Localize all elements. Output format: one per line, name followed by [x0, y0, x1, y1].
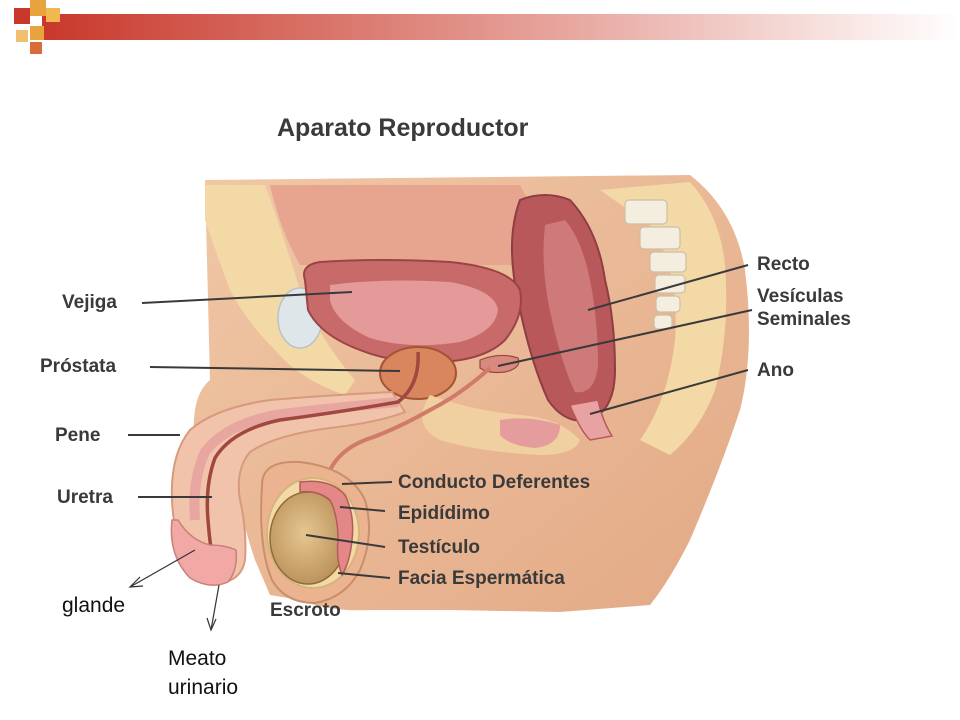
leader-lines — [128, 264, 753, 632]
leader-prostata — [149, 366, 401, 372]
label-vesiculas-1: Vesículas — [757, 286, 844, 307]
anatomy-illustration — [170, 175, 749, 612]
label-facia: Facia Espermática — [398, 568, 565, 589]
label-vesiculas-2: Seminales — [757, 309, 851, 330]
header-square-red — [14, 8, 30, 24]
epididymis — [299, 480, 354, 577]
label-uretra: Uretra — [57, 487, 113, 508]
leader-facia — [337, 572, 391, 579]
fat-layer-back — [600, 182, 727, 455]
abdominal-cavity — [270, 185, 541, 265]
leader-vesiculas — [497, 309, 753, 367]
penis-erectile-tissue — [189, 397, 399, 521]
arrow-meato-head — [206, 617, 217, 632]
header-square-red-2 — [30, 42, 42, 54]
diagram-title: Aparato Reproductor — [277, 114, 529, 142]
annotation-glande: glande — [62, 594, 125, 617]
label-testiculo: Testículo — [398, 537, 480, 558]
leader-vejiga — [141, 291, 353, 304]
label-recto: Recto — [757, 254, 810, 275]
diagram-labels: Vejiga Próstata Pene Uretra Recto Vesícu… — [40, 254, 851, 621]
header-bar — [42, 14, 960, 40]
urethra — [205, 351, 420, 573]
anal-canal — [568, 399, 614, 441]
slide-header — [14, 0, 960, 54]
leader-testiculo — [305, 534, 386, 548]
label-conducto: Conducto Deferentes — [398, 472, 590, 493]
header-square-orange-2 — [30, 26, 44, 40]
label-vejiga: Vejiga — [62, 292, 117, 313]
leader-epididimo — [339, 506, 386, 512]
label-prostata: Próstata — [40, 356, 116, 377]
header-square-orange-1 — [30, 0, 46, 16]
arrow-glande-line — [129, 549, 196, 588]
slide-annotations: glande Meato urinario — [62, 594, 238, 699]
label-epididimo: Epidídimo — [398, 503, 490, 524]
header-square-orange-4 — [16, 30, 28, 42]
arrow-glande-head — [128, 576, 144, 588]
pelvic-floor-muscle — [500, 418, 560, 448]
leader-conducto — [341, 481, 393, 485]
arrow-meato-line — [210, 584, 220, 631]
leader-ano — [589, 369, 749, 415]
label-ano: Ano — [757, 360, 794, 381]
label-escroto: Escroto — [270, 600, 341, 621]
annotation-meato-2: urinario — [168, 676, 238, 699]
header-square-orange-3 — [46, 8, 60, 22]
fat-layer-front — [205, 185, 355, 395]
glans — [170, 519, 238, 586]
label-pene: Pene — [55, 425, 100, 446]
annotation-meato-1: Meato — [168, 647, 226, 670]
bladder-inner — [330, 280, 498, 346]
leader-recto — [587, 264, 749, 311]
rectum-inner — [543, 220, 598, 393]
